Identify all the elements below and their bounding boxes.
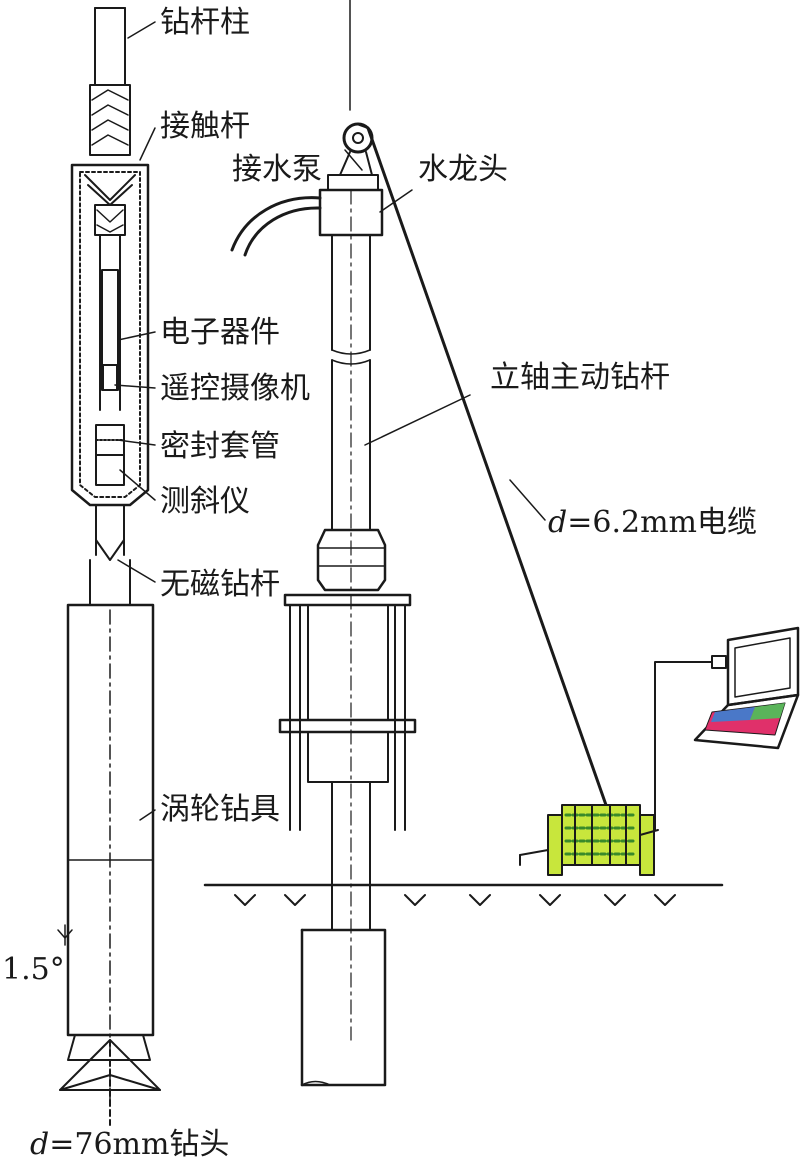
- label-kelly: 立轴主动钻杆: [490, 360, 670, 395]
- label-nonmagnetic-rod: 无磁钻杆: [160, 567, 280, 602]
- label-turbine-tool: 涡轮钻具: [160, 792, 280, 827]
- label-sealed-casing: 密封套管: [160, 429, 280, 464]
- label-bit-rest: =76mm钻头: [49, 1127, 230, 1162]
- label-remote-camera: 遥控摄像机: [160, 371, 310, 406]
- label-bit: d=76mm钻头: [30, 1130, 229, 1160]
- label-swivel: 水龙头: [418, 152, 508, 187]
- label-cable-d: d: [548, 505, 568, 540]
- center-rig: [232, 0, 415, 1085]
- label-contact-rod: 接触杆: [160, 109, 250, 144]
- label-inclinometer: 测斜仪: [160, 484, 250, 519]
- label-cable-rest: =6.2mm电缆: [567, 505, 757, 540]
- cable-reel: [520, 805, 658, 875]
- label-bit-d: d: [30, 1127, 50, 1162]
- label-water-pump: 接水泵: [232, 152, 322, 187]
- ground-line: [205, 885, 722, 905]
- label-cable: d=6.2mm电缆: [548, 508, 757, 538]
- cable-line: [357, 124, 606, 805]
- laptop: [655, 628, 798, 830]
- label-drill-string: 钻杆柱: [160, 5, 250, 40]
- left-leader-lines: [115, 22, 155, 820]
- label-angle: 1.5°: [2, 952, 65, 987]
- left-drill-string: [58, 8, 160, 1125]
- label-electronics: 电子器件: [160, 315, 280, 350]
- center-leader-lines: [345, 150, 545, 520]
